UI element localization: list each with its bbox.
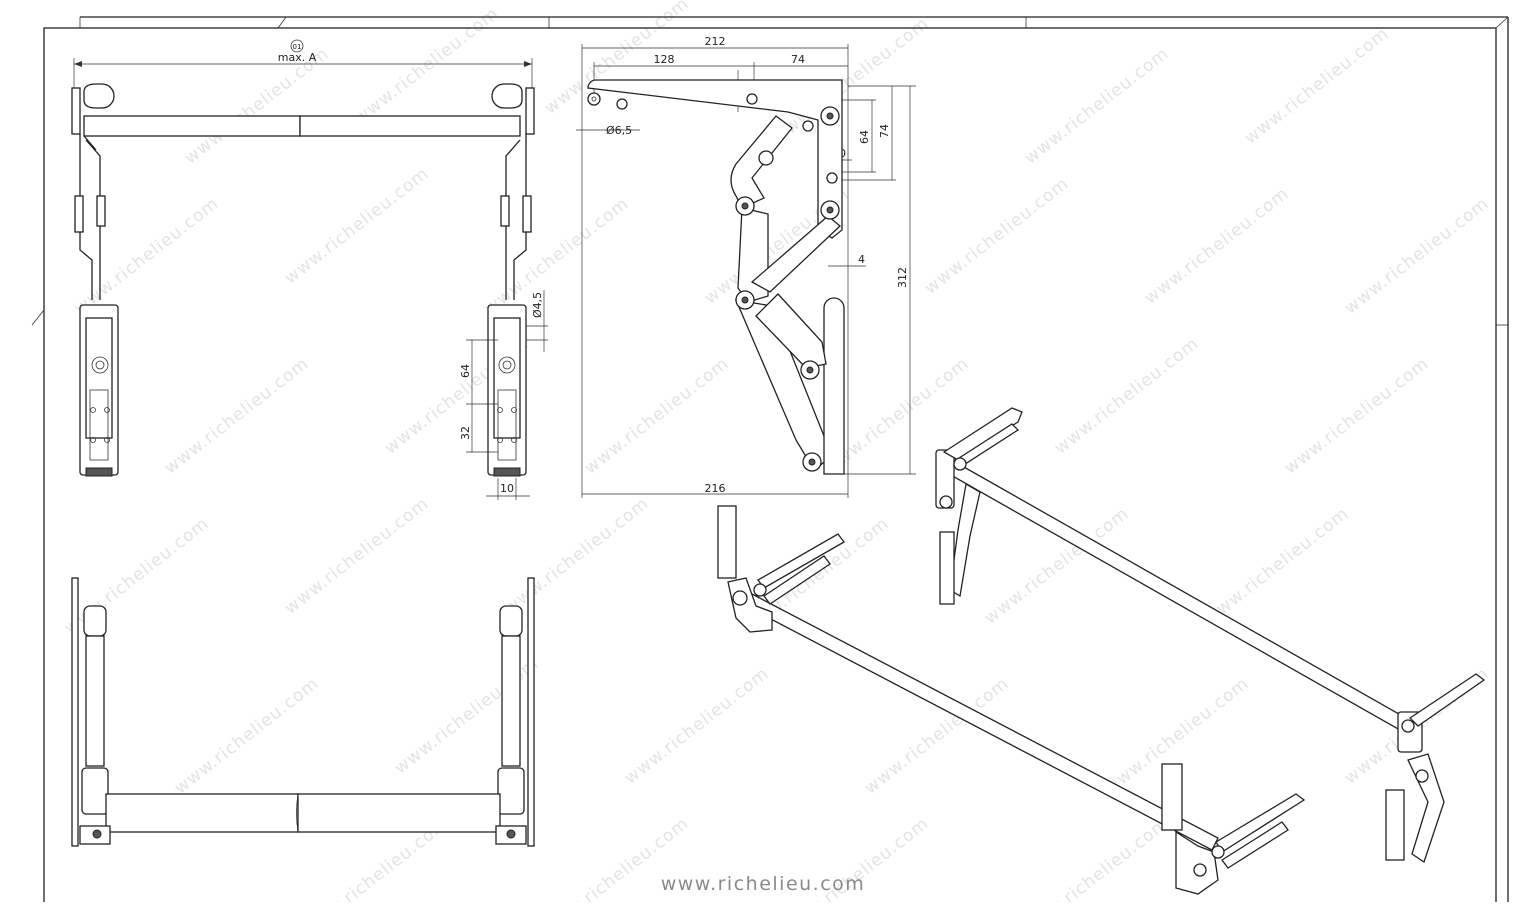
dim-212-label: 212 xyxy=(705,35,726,48)
watermark-text: www.richelieu.com xyxy=(1021,44,1173,169)
max-a-label: max. A xyxy=(278,51,317,64)
watermark-text: www.richelieu.com xyxy=(281,164,433,289)
watermark-text: www.richelieu.com xyxy=(621,664,773,789)
dim-4-label: 4 xyxy=(858,253,865,266)
front-view-drawing: 01 max. A xyxy=(71,39,548,500)
side-view-drawing: 212 216 128 74 10 Ø6,5 312 74 64 10 4 xyxy=(576,35,916,498)
footer-url: www.richelieu.com xyxy=(660,873,866,895)
watermark-text: www.richelieu.com xyxy=(501,494,653,619)
dim-74-top-label: 74 xyxy=(791,53,805,66)
watermark-text: www.richelieu.com xyxy=(1201,504,1353,629)
watermark-text: www.richelieu.com xyxy=(1051,334,1203,459)
watermark-text: www.richelieu.com xyxy=(1141,184,1293,309)
watermark-text: www.richelieu.com xyxy=(161,354,313,479)
isometric-view-drawing xyxy=(717,407,1486,895)
watermark-text: www.richelieu.com xyxy=(171,674,323,799)
watermark-text: www.richelieu.com xyxy=(351,4,503,129)
watermark-text: www.richelieu.com xyxy=(581,354,733,479)
rear-view-drawing xyxy=(71,577,535,847)
dim-32-label: 32 xyxy=(459,426,472,440)
watermark-text: www.richelieu.com xyxy=(71,194,223,319)
dim-216-label: 216 xyxy=(705,482,726,495)
watermark-text: www.richelieu.com xyxy=(1341,194,1493,319)
dim-128-label: 128 xyxy=(654,53,675,66)
watermark-text: www.richelieu.com xyxy=(921,174,1073,299)
dim-10-label: 10 xyxy=(500,482,514,495)
dim-74-right-label: 74 xyxy=(878,124,891,138)
drawing-frame xyxy=(31,16,1509,906)
dim-64-label: 64 xyxy=(459,364,472,378)
watermark-text: www.richelieu.com xyxy=(281,494,433,619)
watermark-text: www.richelieu.com xyxy=(1281,354,1433,479)
dim-6-5-label: Ø6,5 xyxy=(606,124,632,137)
dim-64-right-label: 64 xyxy=(858,130,871,144)
watermark-text: www.richelieu.com xyxy=(1241,24,1393,149)
dim-312-label: 312 xyxy=(896,267,909,288)
marker-01-label: 01 xyxy=(293,43,302,51)
hole-diameter-label: Ø4,5 xyxy=(531,292,544,318)
